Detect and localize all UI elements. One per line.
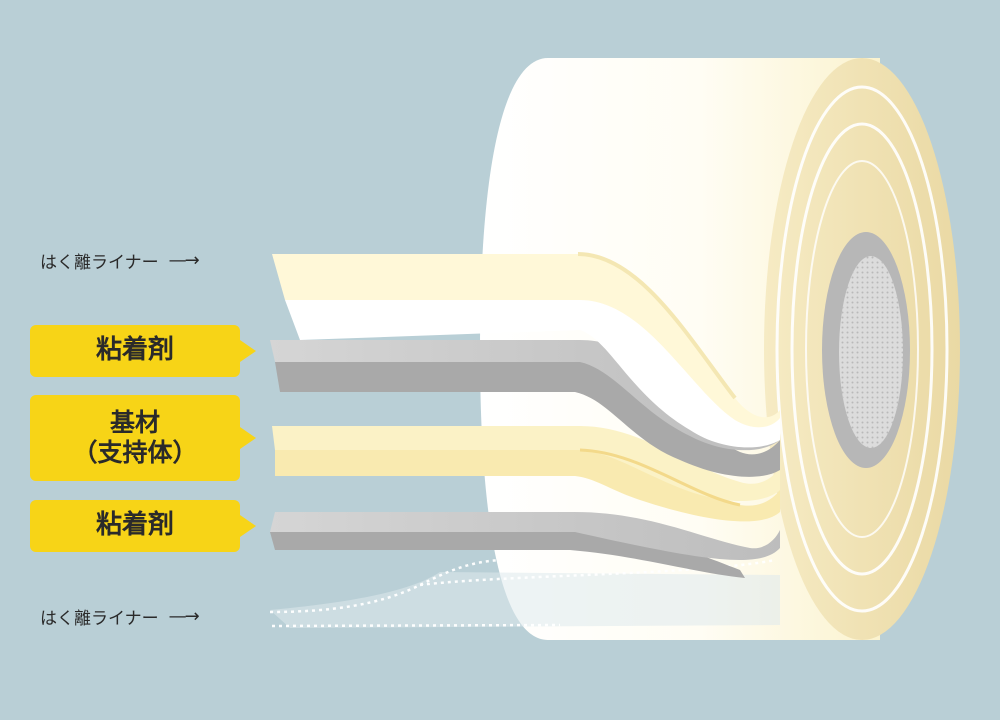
roll-ring-3 bbox=[805, 160, 919, 538]
arrow-liner-top-icon: —→ bbox=[168, 250, 200, 271]
tag-adhesive-bottom-text: 粘着剤 bbox=[95, 510, 174, 541]
tag-substrate-line1: 基材 bbox=[109, 407, 160, 437]
liner-top-body bbox=[285, 300, 780, 448]
substrate-side bbox=[275, 450, 780, 522]
tag-adhesive-top: 粘着剤 bbox=[30, 325, 256, 377]
tag-substrate-line2: （支持体） bbox=[72, 438, 198, 467]
label-liner-bottom: はく離ライナー —→ bbox=[40, 604, 200, 629]
substrate-edge-line bbox=[579, 448, 741, 507]
liner-top-layer bbox=[272, 252, 780, 448]
liner-top-edge bbox=[577, 252, 737, 400]
roll-core-dots bbox=[839, 256, 903, 448]
label-liner-bottom-text: はく離ライナー bbox=[40, 609, 159, 629]
liner-bottom-outline bbox=[269, 558, 776, 628]
roll-ring-2 bbox=[790, 122, 934, 576]
liner-bottom-sheet bbox=[270, 572, 780, 628]
adhesive-bottom-layer bbox=[270, 512, 780, 578]
adhesive-bottom-side bbox=[270, 532, 745, 578]
liner-top-surface bbox=[272, 254, 780, 428]
arrow-liner-bottom-icon: —→ bbox=[168, 606, 200, 627]
tag-adhesive-top-text: 粘着剤 bbox=[95, 335, 174, 366]
roll-ring-1 bbox=[775, 85, 949, 613]
adhesive-bottom-top bbox=[270, 512, 780, 560]
label-liner-top: はく離ライナー —→ bbox=[40, 248, 200, 273]
tag-adhesive-bottom: 粘着剤 bbox=[30, 500, 256, 552]
tag-substrate: 基材 （支持体） bbox=[30, 395, 256, 481]
liner-bottom-layer bbox=[269, 558, 780, 628]
label-liner-top-text: はく離ライナー bbox=[40, 253, 159, 273]
